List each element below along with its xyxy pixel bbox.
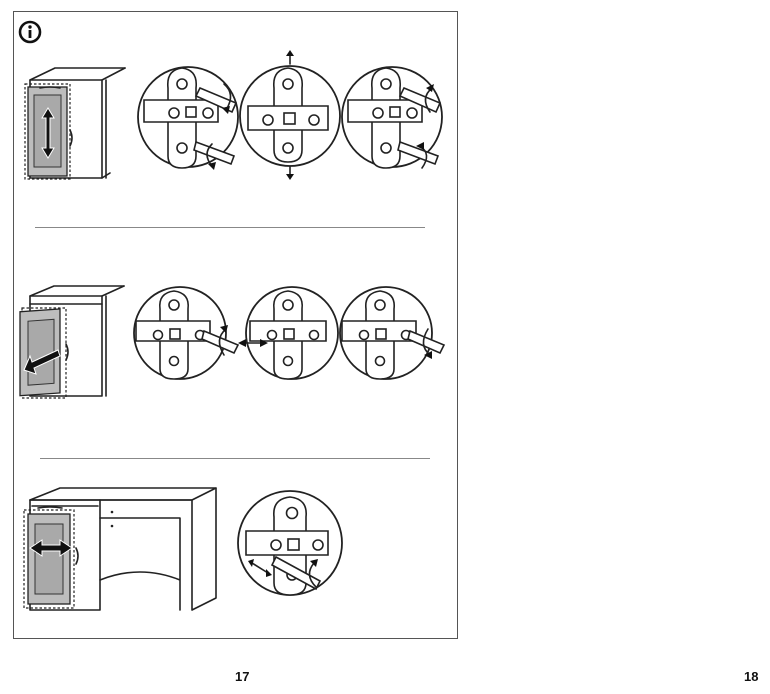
double-arrow-horizontal-icon: [29, 539, 73, 557]
double-arrow-horizontal-icon: [248, 559, 272, 577]
step-divider: [40, 458, 430, 459]
rotation-arrow-icon: [218, 325, 228, 356]
screwdriver-icon: [193, 86, 238, 166]
cabinet-illustration-step2: [19, 285, 125, 399]
arrow-diagonal-icon: [23, 349, 61, 375]
hinge-detail-step3: [237, 490, 343, 596]
double-arrow-vertical-icon: [286, 50, 294, 180]
screwdriver-icon: [270, 555, 322, 591]
rotation-arrow-icon: [308, 559, 318, 588]
double-arrow-horizontal-icon: [238, 339, 268, 347]
screwdriver-icon: [407, 329, 446, 355]
info-circle-icon: [18, 20, 42, 44]
rotation-arrow-icon: [416, 84, 434, 169]
hinge-detail-step2-c: [339, 286, 446, 380]
cabinet-illustration-step1: [24, 67, 126, 180]
hinge-detail-step2-a: [133, 286, 240, 380]
hinge-detail-step1-a: [137, 66, 239, 170]
step-divider: [35, 227, 425, 228]
double-arrow-vertical-icon: [41, 107, 55, 159]
desk-illustration-step3: [23, 487, 217, 611]
page-number-right: 18: [744, 669, 759, 684]
hinge-detail-step1-b: [239, 50, 341, 180]
rotation-arrow-icon: [206, 83, 232, 170]
hinge-detail-step2-b: [238, 286, 339, 380]
hinge-detail-step1-c: [341, 66, 443, 169]
page-number-left: 17: [235, 669, 250, 684]
rotation-arrow-icon: [422, 328, 432, 359]
